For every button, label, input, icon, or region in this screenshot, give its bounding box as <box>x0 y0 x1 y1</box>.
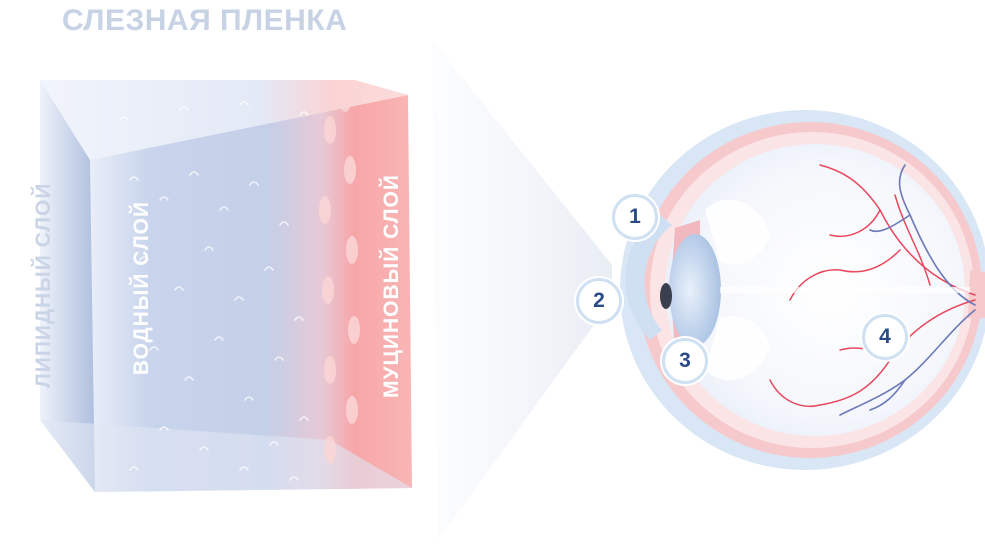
page-title: СЛЕЗНАЯ ПЛЕНКА <box>62 4 348 37</box>
marker-4: 4 <box>862 314 908 360</box>
ciliary-body <box>705 199 770 265</box>
lipid-layer-label: ЛИПИДНЫЙ СЛОЙ <box>32 182 55 388</box>
block-front-face <box>90 95 412 492</box>
aqueous-layer-label: ВОДНЫЙ СЛОЙ <box>130 200 153 376</box>
marker-2: 2 <box>576 278 622 324</box>
mucin-layer-label: МУЦИНОВЫЙ СЛОЙ <box>380 174 403 398</box>
lipid-side-face <box>40 80 95 492</box>
mucin-villi <box>319 88 360 464</box>
marker-3: 3 <box>662 338 708 384</box>
block-top-face <box>40 80 408 160</box>
aqueous-texture <box>119 101 309 481</box>
pupil <box>660 283 672 309</box>
magnification-beam <box>432 40 612 540</box>
cornea <box>625 215 672 340</box>
marker-1: 1 <box>612 194 658 240</box>
ciliary-body-lower <box>705 316 770 381</box>
block-bottom-shade <box>40 420 412 492</box>
retinal-vessels-red <box>769 164 976 407</box>
optic-nerve <box>968 270 985 318</box>
lens <box>669 234 721 346</box>
tear-film-block <box>40 80 412 492</box>
light-ray <box>720 287 970 293</box>
eye-cross-section <box>620 110 985 470</box>
